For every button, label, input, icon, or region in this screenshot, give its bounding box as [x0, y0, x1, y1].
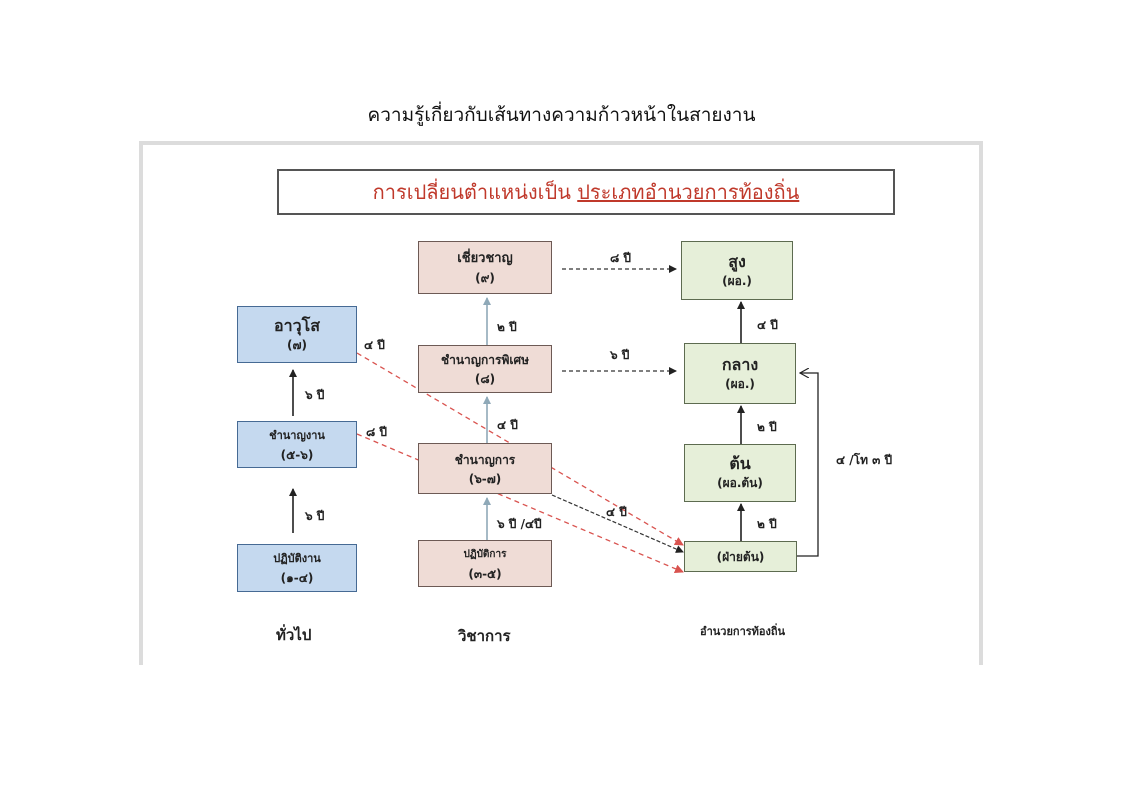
box-ton-name: ต้น: [729, 454, 751, 473]
label-fai-to-klang: ๔ /โท ๓ ปี: [836, 453, 893, 467]
box-patibatkan-name: ปฏิบัติการ: [463, 548, 507, 560]
box-patibatkan-level: (๓-๕): [468, 566, 502, 581]
column-label-academic: วิชาการ: [458, 627, 511, 645]
box-patibatkan: ปฏิบัติการ (๓-๕): [418, 540, 552, 587]
box-patibatngan-level: (๑-๔): [280, 571, 314, 585]
box-ton-level: (ผอ.ต้น): [717, 476, 763, 490]
label-klang-to-sung: ๔ ปี: [757, 318, 778, 332]
box-patibatngan-name: ปฏิบัติงาน: [273, 552, 321, 565]
label-ara-to-fai: ๔ ปี: [364, 338, 385, 352]
box-chamnanngan-name: ชำนาญงาน: [269, 428, 325, 442]
box-chamnankan-level: (๖-๗): [468, 471, 502, 486]
box-patibatngan: ปฏิบัติงาน (๑-๔): [237, 544, 357, 592]
box-chamnankan-phiset-name: ชำนาญการพิเศษ: [440, 353, 530, 367]
box-sung: สูง (ผอ.): [681, 241, 793, 300]
label-chamkan-to-fai: ๔ ปี: [606, 505, 627, 519]
label-chamkan-to-phiset: ๔ ปี: [497, 418, 518, 432]
label-chamngan-to-fai: ๘ ปี: [366, 425, 388, 439]
box-arawuso: อาวุโส (๗): [237, 306, 357, 363]
label-cham-to-ara: ๖ ปี: [305, 388, 325, 402]
label-chiao-to-sung: ๘ ปี: [610, 251, 632, 265]
label-patkan-to-chamkan: ๖ ปี /๔ปี: [497, 517, 542, 531]
box-chamnanngan-level: (๕-๖): [280, 447, 314, 462]
box-fai-ton-name: (ฝ่ายต้น): [716, 549, 765, 564]
box-fai-ton: (ฝ่ายต้น): [684, 541, 797, 572]
box-sung-name: สูง: [728, 251, 746, 271]
box-klang-name: กลาง: [721, 354, 759, 374]
box-klang-level: (ผอ.): [725, 376, 755, 391]
arrow-fai-to-klang: [797, 373, 819, 557]
label-ton-to-klang: ๒ ปี: [757, 420, 777, 434]
box-ton: ต้น (ผอ.ต้น): [684, 444, 796, 502]
header-text-part1: การเปลี่ยนตำแหน่งเป็น: [372, 180, 578, 204]
label-phiset-to-chiao: ๒ ปี: [497, 320, 517, 334]
label-fai-to-ton: ๒ ปี: [757, 517, 777, 531]
box-chiaochan: เชี่ยวชาญ (๙): [418, 241, 552, 294]
column-label-local-admin: อำนวยการท้องถิ่น: [700, 625, 786, 638]
diagram-header: การเปลี่ยนตำแหน่งเป็น ประเภทอำนวยการท้อง…: [277, 169, 895, 215]
box-arawuso-level: (๗): [287, 337, 307, 352]
page-title: ความรู้เกี่ยวกับเส้นทางความก้าวหน้าในสาย…: [367, 104, 756, 126]
box-chamnanngan: ชำนาญงาน (๕-๖): [237, 421, 357, 468]
box-klang: กลาง (ผอ.): [684, 343, 796, 404]
label-pat-to-cham: ๖ ปี: [305, 509, 325, 523]
column-label-general: ทั่วไป: [276, 626, 312, 644]
header-text-part2: ประเภทอำนวยการท้องถิ่น: [577, 180, 800, 204]
label-phiset-to-klang: ๖ ปี: [610, 348, 630, 362]
box-chamnankan-phiset-level: (๘): [474, 372, 496, 386]
box-chamnankan: ชำนาญการ (๖-๗): [418, 443, 552, 494]
box-sung-level: (ผอ.): [722, 273, 752, 288]
box-arawuso-name: อาวุโส: [274, 315, 320, 335]
box-chiaochan-name: เชี่ยวชาญ: [457, 250, 513, 266]
box-chiaochan-level: (๙): [475, 270, 495, 285]
box-chamnankan-phiset: ชำนาญการพิเศษ (๘): [418, 345, 552, 393]
box-chamnankan-name: ชำนาญการ: [454, 452, 516, 467]
